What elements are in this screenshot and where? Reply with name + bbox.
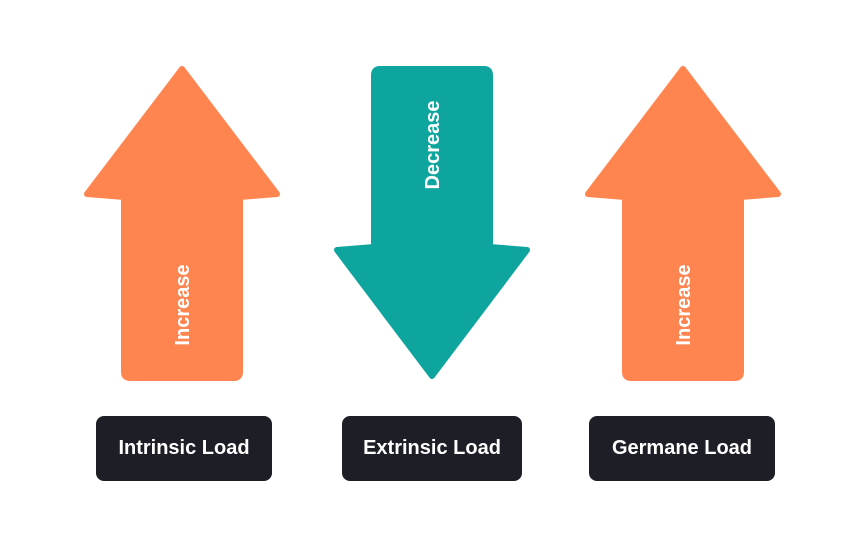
label-germane-load: Germane Load [589, 416, 775, 481]
arrow-up-germane [585, 66, 781, 381]
arrow-text-increase: Increase [673, 264, 695, 345]
arrow-text-decrease: Decrease [422, 101, 444, 190]
arrow-down-extrinsic [334, 66, 530, 379]
arrow-text-increase: Increase [172, 264, 194, 345]
arrow-up-intrinsic [84, 66, 280, 381]
label-extrinsic-load: Extrinsic Load [342, 416, 522, 481]
label-intrinsic-load: Intrinsic Load [96, 416, 272, 481]
